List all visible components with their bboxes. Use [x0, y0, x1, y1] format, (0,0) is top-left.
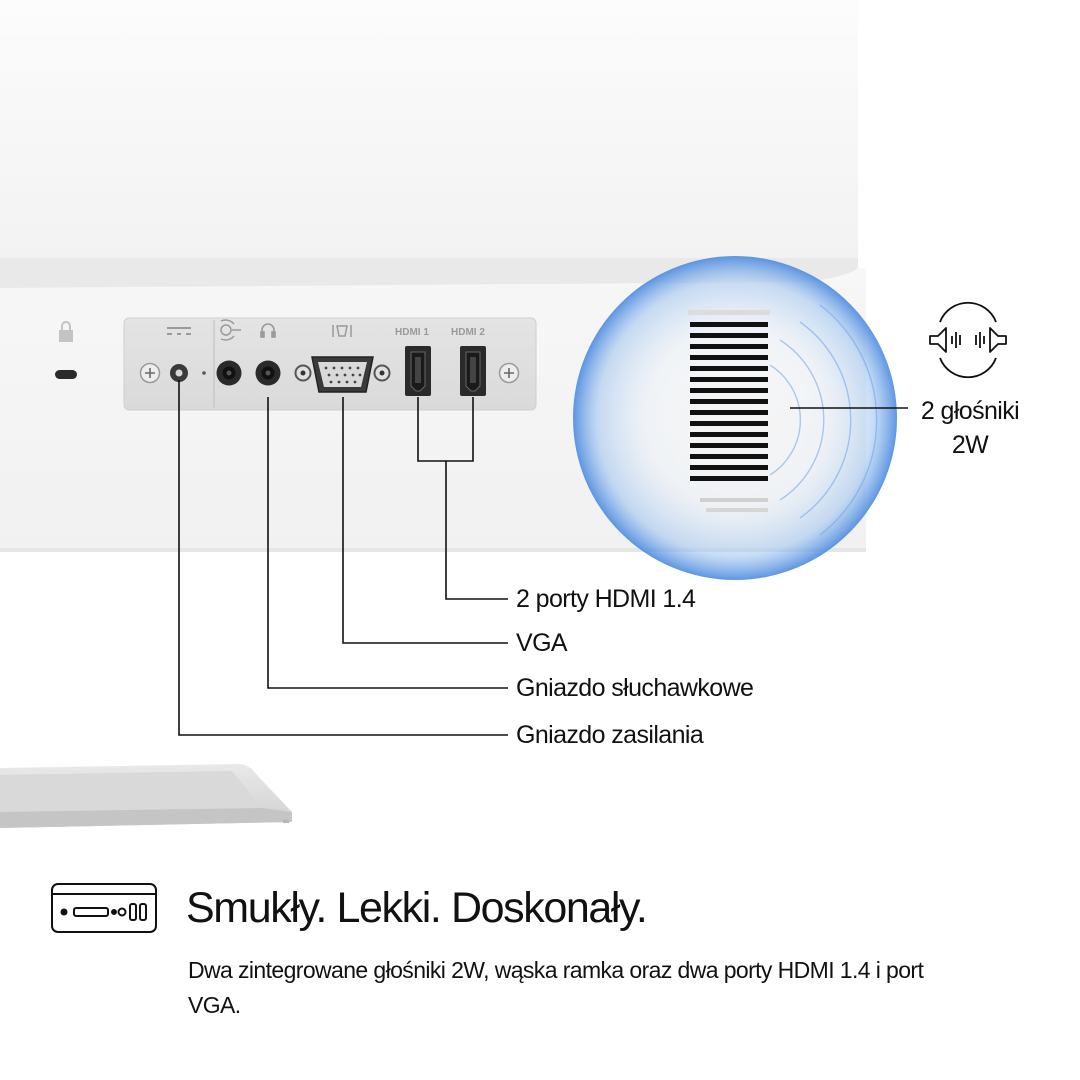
monitor-bottom-edge [0, 548, 866, 552]
headphone-jack [255, 360, 281, 386]
speaker-glow [573, 256, 897, 580]
hdmi2-marking: HDMI 2 [451, 327, 485, 338]
kensington-lock [55, 321, 77, 379]
speakers-label-line1: 2 głośniki [920, 397, 1020, 425]
sound-waves [769, 304, 878, 536]
screw-right [498, 362, 520, 384]
hdmi-label: 2 porty HDMI 1.4 [516, 585, 696, 613]
description: Dwa zintegrowane głośniki 2W, wąska ramk… [188, 957, 924, 1018]
screw-left [139, 362, 161, 384]
vga-icon [332, 325, 352, 337]
ports-feature-icon [51, 883, 157, 933]
power-label: Gniazdo zasilania [516, 721, 704, 749]
vga-port [294, 356, 391, 393]
monitor-stand-base [0, 764, 292, 828]
power-jack [170, 364, 206, 382]
monitor-ledge [0, 258, 858, 290]
headline: Smukły. Lekki. Doskonały. [186, 884, 648, 932]
headphone-label: Gniazdo słuchawkowe [516, 674, 754, 702]
hdmi-callout-line [445, 461, 508, 600]
callout-lines [178, 380, 908, 736]
speaker-sound-icon [929, 301, 1007, 379]
monitor-upper-body [0, 0, 858, 262]
headphone-callout-line [267, 397, 508, 689]
speaker-grille [688, 310, 770, 512]
audio-in-jack [216, 360, 242, 386]
hdmi-port-2 [460, 346, 486, 396]
speakers-label: 2 głośniki 2W [900, 394, 1040, 462]
power-callout-line [178, 380, 508, 736]
vga-label: VGA [516, 629, 568, 657]
dc-power-icon [167, 327, 191, 335]
speakers-label-line2: 2W [951, 431, 989, 459]
hdmi-port-1 [405, 346, 431, 396]
vga-callout-line [342, 397, 508, 644]
hdmi1-marking: HDMI 1 [395, 327, 429, 338]
headphone-icon [260, 323, 276, 338]
lock-icon [59, 321, 73, 342]
audio-in-icon [220, 319, 241, 341]
